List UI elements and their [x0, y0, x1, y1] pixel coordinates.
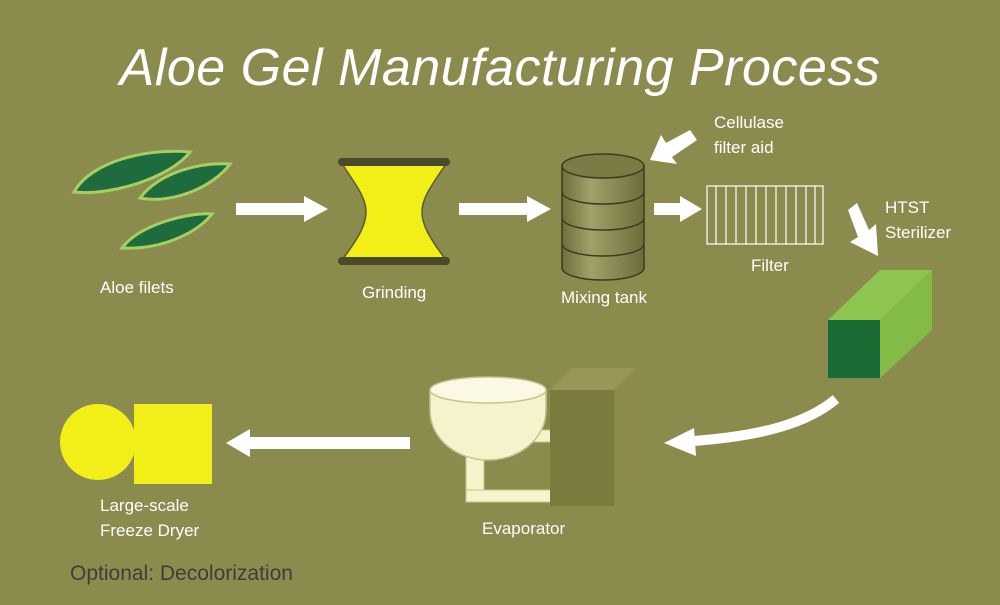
arrow-icon	[236, 196, 702, 222]
sterilizer-icon	[828, 270, 932, 378]
evaporator-icon	[429, 368, 636, 506]
filter-label: Filter	[751, 256, 789, 275]
evaporator-label: Evaporator	[482, 519, 566, 538]
mixing-tank-icon	[561, 153, 645, 281]
grinding-label: Grinding	[362, 283, 427, 302]
htst-label: HTST	[885, 198, 930, 217]
dryer-arrow-icon	[226, 429, 410, 457]
mixing-tank-label: Mixing tank	[561, 288, 647, 307]
filter-icon	[706, 185, 824, 245]
large-scale-label: Large-scale	[100, 496, 189, 515]
freeze-dryer-icon	[60, 404, 212, 484]
footnote: Optional: Decolorization	[70, 562, 293, 585]
page-title: Aloe Gel Manufacturing Process	[119, 39, 881, 97]
grinder-icon	[338, 158, 450, 265]
sterilizer-label: Sterilizer	[885, 223, 952, 242]
aloe-filets-label: Aloe filets	[100, 278, 174, 297]
curved-arrow-icon	[664, 395, 840, 456]
aloe-leaf-icon	[71, 149, 233, 250]
sterilizer-arrow-icon	[848, 203, 878, 256]
cellulase-arrow-icon	[650, 130, 697, 164]
filter-aid-label: filter aid	[714, 138, 774, 157]
cellulase-label: Cellulase	[714, 113, 784, 132]
freeze-dryer-label: Freeze Dryer	[100, 521, 200, 540]
